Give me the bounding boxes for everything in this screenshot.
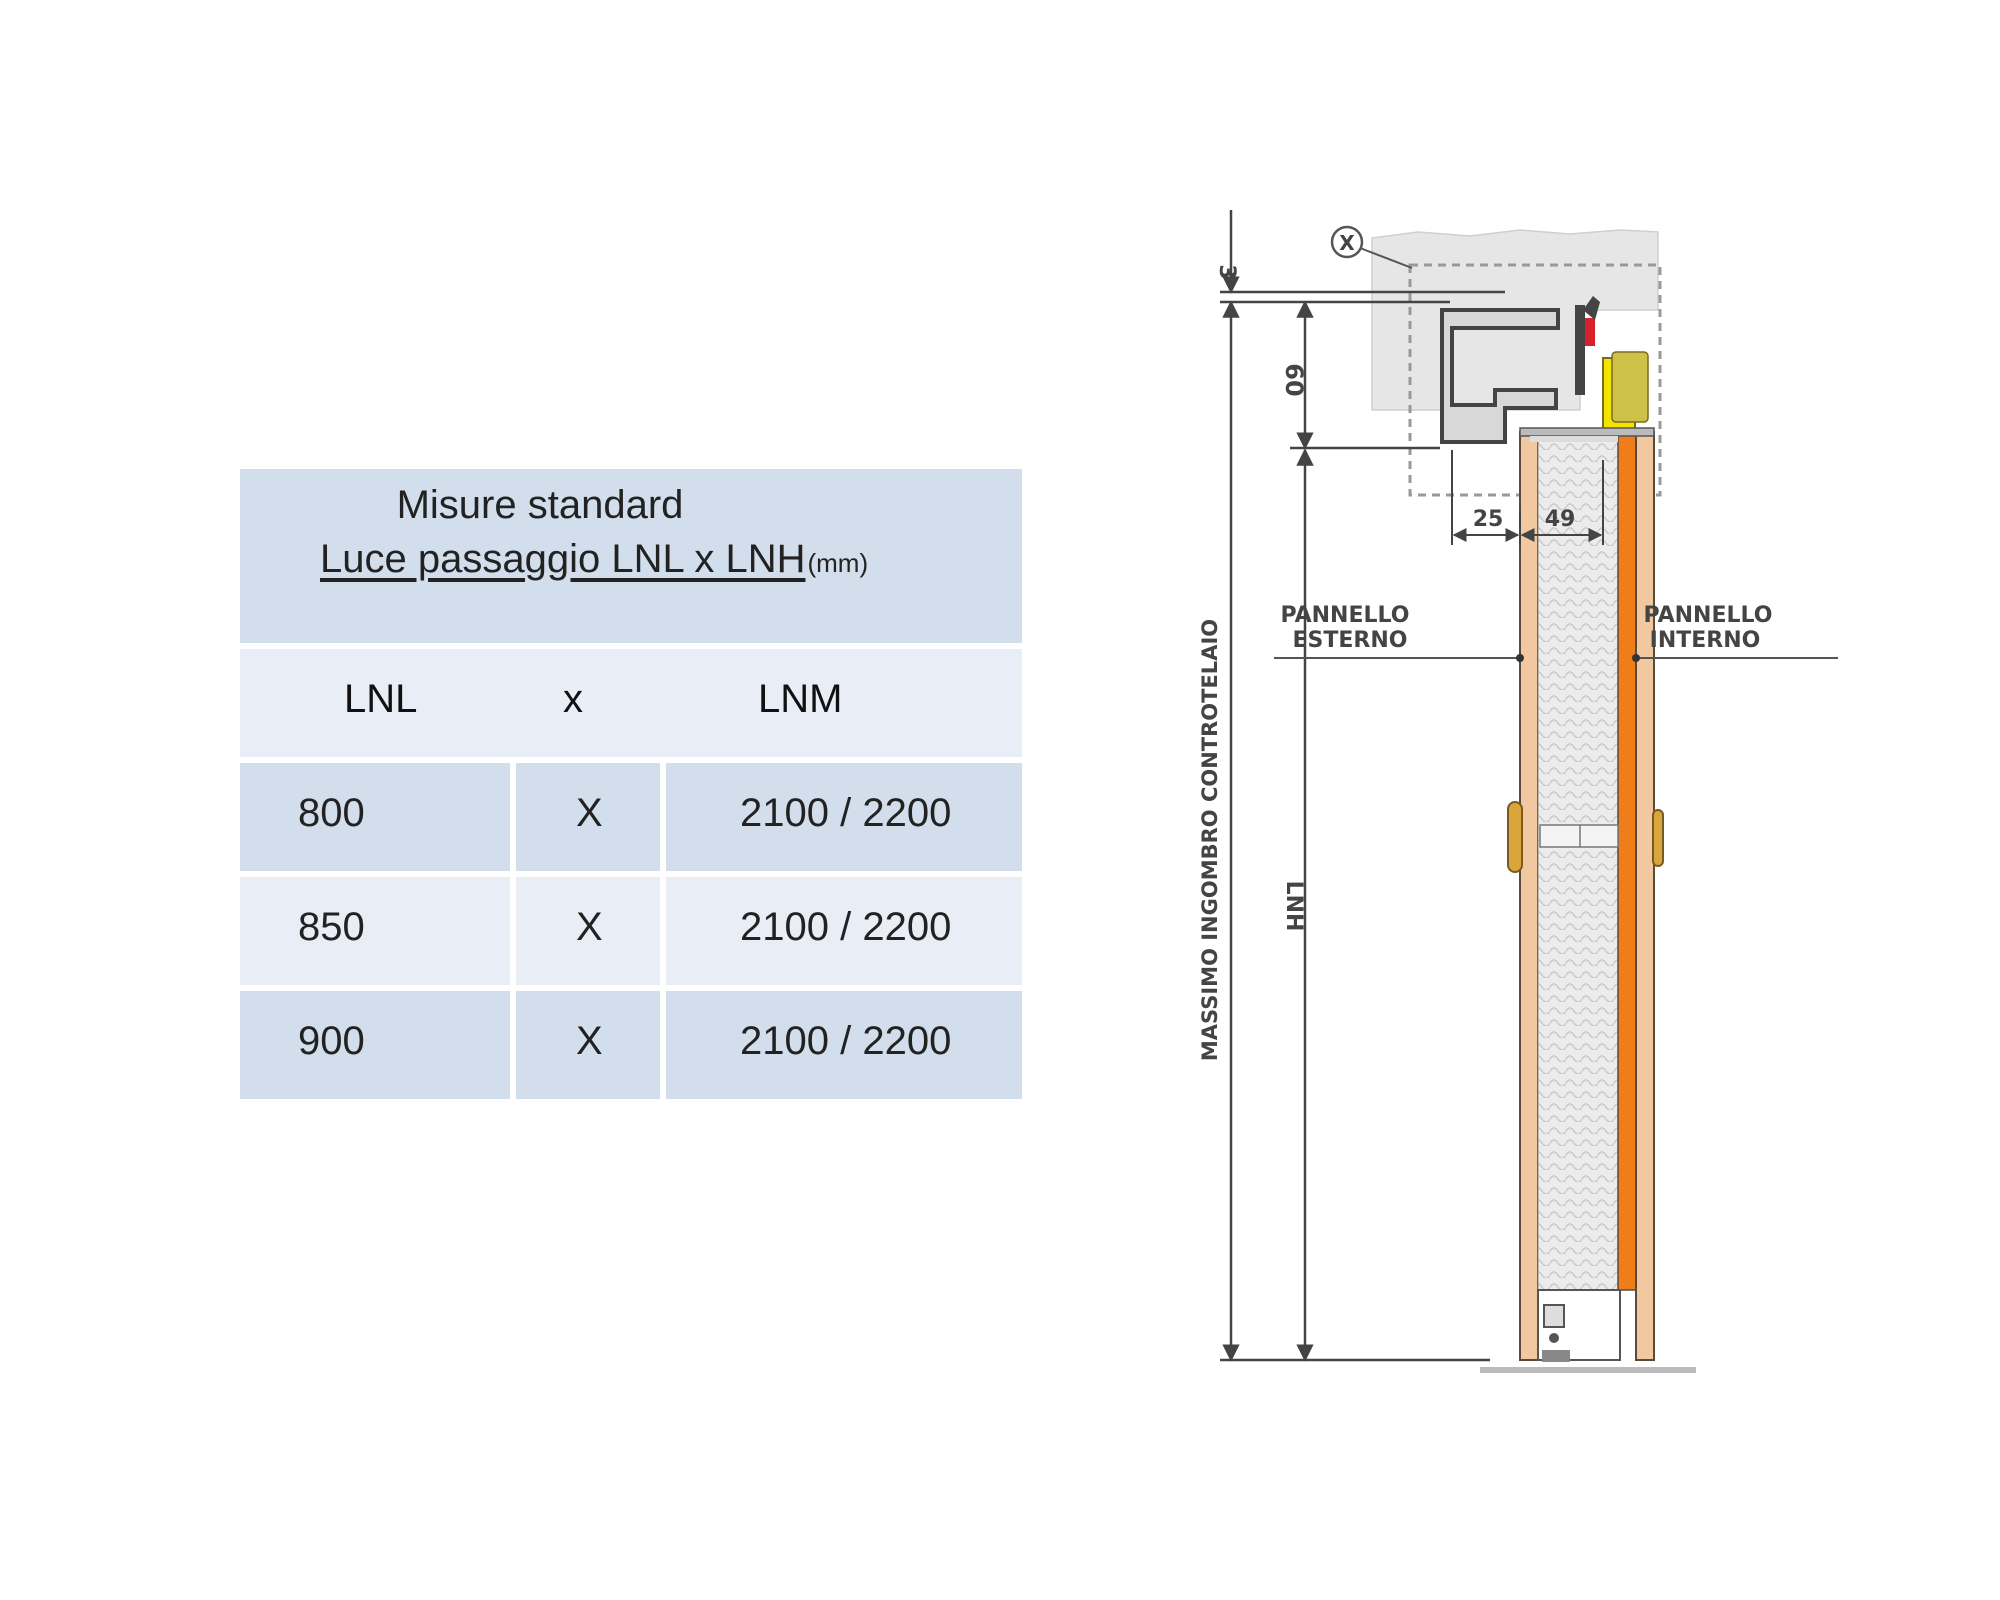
table-row: 900 X 2100 / 2200	[240, 991, 1022, 1099]
cell-height-value: 2100 / 2200	[740, 1019, 952, 1063]
cell-height: 2100 / 2200	[666, 991, 1022, 1099]
dimension-lnh	[1290, 300, 1440, 1362]
cell-height: 2100 / 2200	[666, 763, 1022, 871]
insulation-core	[1537, 431, 1621, 1291]
frame-profile	[1440, 308, 1560, 444]
hinge-right-icon	[1652, 809, 1664, 867]
cell-width-value: 900	[298, 1019, 365, 1063]
cell-width-value: 800	[298, 791, 365, 835]
cell-height-value: 2100 / 2200	[740, 791, 952, 835]
table-column-headers: LNL x LNM	[240, 649, 1022, 757]
orange-core	[1617, 431, 1637, 1291]
column-header-lnm: LNM	[758, 677, 843, 721]
outer-panel-label: PANNELLO ESTERNO	[1274, 603, 1524, 662]
dim-frame-label: 60	[1280, 363, 1308, 396]
lnh-dimension-label: LNH	[1281, 881, 1306, 932]
dimension-horizontal	[1451, 450, 1604, 545]
column-header-x: x	[563, 677, 583, 721]
column-header-lnl: LNL	[344, 677, 418, 721]
hinge-left-icon	[1507, 801, 1523, 873]
table-subtitle-text: Luce passaggio LNL x LNH	[320, 537, 806, 581]
table-row: 800 X 2100 / 2200	[240, 763, 1022, 871]
table-unit: (mm)	[807, 548, 869, 578]
cell-height-value: 2100 / 2200	[740, 905, 952, 949]
cell-width: 900	[240, 991, 510, 1099]
cell-x: X	[516, 877, 660, 985]
frame-lip	[1575, 305, 1585, 395]
cell-x-value: X	[576, 791, 603, 835]
table-subtitle: Luce passaggio LNL x LNH(mm)	[320, 537, 868, 582]
dimension-overall	[1220, 210, 1505, 1362]
cell-height: 2100 / 2200	[666, 877, 1022, 985]
overall-dimension-label: MASSIMO INGOMBRO CONTROTELAIO	[1198, 619, 1222, 1061]
inner-panel-label-line1: PANNELLO	[1644, 603, 1773, 628]
door-section-drawing: X	[1198, 210, 1838, 1373]
cell-x-value: X	[576, 1019, 603, 1063]
outer-panel-label-line2: ESTERNO	[1293, 628, 1408, 653]
lock-plate	[1539, 824, 1619, 848]
detail-marker: X	[1330, 225, 1413, 269]
outer-panel-label-line1: PANNELLO	[1281, 603, 1410, 628]
inner-panel-label-line2: INTERNO	[1650, 628, 1761, 653]
table-header: Misure standard Luce passaggio LNL x LNH…	[240, 469, 1022, 643]
dim-left-label: 25	[1473, 507, 1504, 532]
cell-x-value: X	[576, 905, 603, 949]
cell-x: X	[516, 763, 660, 871]
cell-width: 850	[240, 877, 510, 985]
table-row: 850 X 2100 / 2200	[240, 877, 1022, 985]
dim-right-label: 49	[1545, 507, 1576, 532]
cell-width-value: 850	[298, 905, 365, 949]
red-seal	[1585, 318, 1595, 346]
inner-panel	[1635, 431, 1655, 1361]
dim-top-label: 3	[1214, 264, 1239, 279]
detail-marker-label: X	[1339, 231, 1355, 255]
inner-panel-label: PANNELLO INTERNO	[1632, 603, 1838, 662]
table-title: Misure standard	[396, 483, 684, 527]
cell-width: 800	[240, 763, 510, 871]
cell-x: X	[516, 991, 660, 1099]
outer-panel	[1519, 431, 1539, 1361]
